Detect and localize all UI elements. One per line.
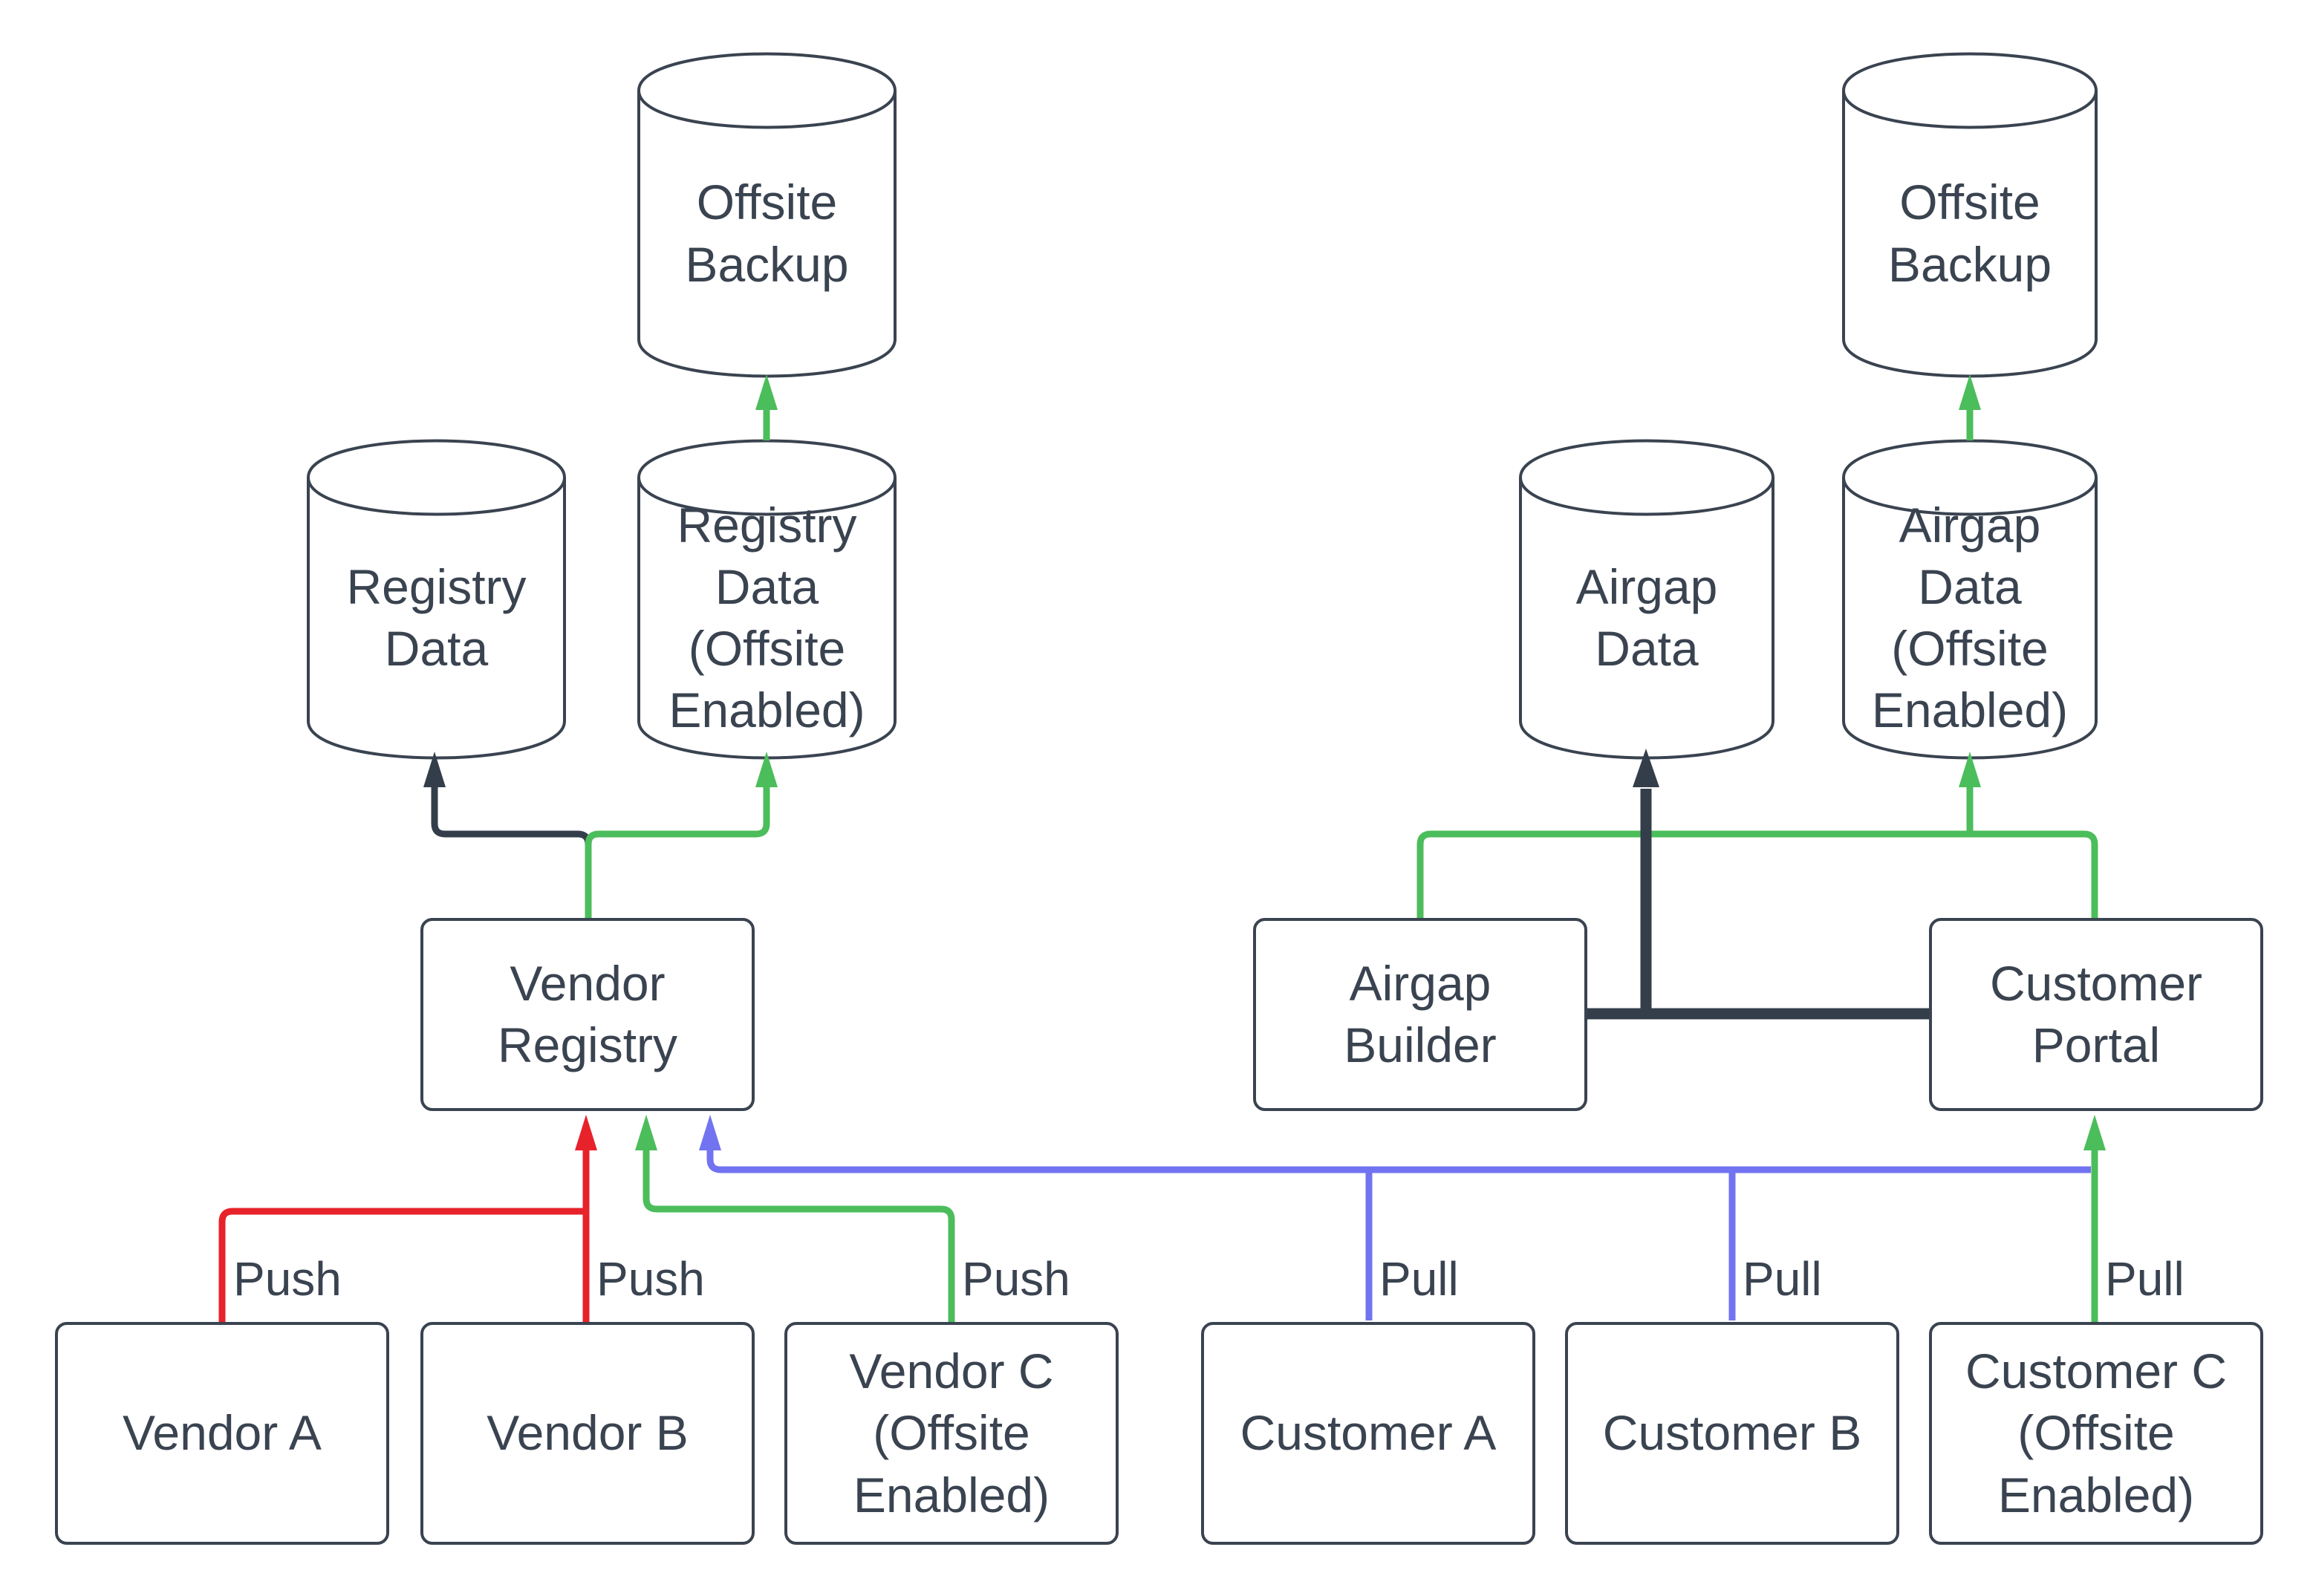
arrowhead-to-offsite-backup-right (1959, 374, 1981, 410)
arrowhead-to-registry-data (423, 752, 446, 787)
cylinder-label-offsite-backup-right: Offsite Backup (1887, 175, 2052, 292)
arrowhead-to-airgap-data-offsite (1959, 752, 1981, 787)
cylinder-label-airgap-data-offsite: Airgap Data (Offsite Enabled) (1871, 497, 2069, 738)
cylinder-label-offsite-backup-left: Offsite Backup (685, 175, 849, 292)
arrowhead-to-offsite-backup-left (755, 374, 778, 410)
arrowhead-push-green (635, 1115, 657, 1150)
cylinder-label-registry-data-offsite: Registry Data (Offsite Enabled) (668, 497, 865, 738)
cylinder-offsite-backup-left (637, 52, 897, 378)
node-airgap-builder: Airgap Builder (1253, 918, 1587, 1111)
arrowhead-pull-green (2083, 1115, 2106, 1150)
node-customer-a: Customer A (1201, 1322, 1535, 1545)
edge-label-vendor-a-push: Push (233, 1252, 342, 1306)
edge-builder-portal-to-airgap-offsite (1416, 752, 2098, 918)
edge-registry-data-offsite-to-backup (755, 374, 778, 440)
edge-label-vendor-c-push: Push (962, 1252, 1070, 1306)
edge-label-customer-a-pull: Pull (1379, 1252, 1459, 1306)
node-customer-b: Customer B (1565, 1322, 1899, 1545)
edge-label-customer-c-pull: Pull (2105, 1252, 2184, 1306)
node-vendor-c: Vendor C (Offsite Enabled) (784, 1322, 1119, 1545)
cylinder-airgap-data (1519, 439, 1774, 760)
cylinder-registry-data (307, 439, 566, 760)
edge-customer-a-b-pull (699, 1115, 2091, 1320)
edge-builder-portal-to-airgap-data (1587, 749, 1929, 1020)
node-customer-c: Customer C (Offsite Enabled) (1929, 1322, 2263, 1545)
arrowhead-to-airgap-data (1633, 749, 1659, 787)
arrowhead-to-registry-data-offsite (755, 752, 778, 787)
cylinder-offsite-backup-right (1842, 52, 2098, 378)
node-vendor-b: Vendor B (420, 1322, 755, 1545)
edge-registry-to-registry-data (423, 752, 592, 918)
edge-label-vendor-b-push: Push (596, 1252, 705, 1306)
edge-vendor-a-b-push (218, 1115, 597, 1322)
edge-vendor-c-push (635, 1115, 955, 1322)
edge-airgap-offsite-to-backup (1959, 374, 1981, 440)
edge-label-customer-b-pull: Pull (1743, 1252, 1822, 1306)
edge-customer-c-pull (2083, 1115, 2106, 1322)
arrowhead-pull-blue (699, 1115, 721, 1150)
node-customer-portal: Customer Portal (1929, 918, 2263, 1111)
edge-registry-to-registry-data-offsite (585, 752, 778, 918)
cylinder-label-airgap-data: Airgap Data (1575, 558, 1718, 676)
cylinder-airgap-data-offsite (1842, 439, 2098, 760)
node-vendor-registry: Vendor Registry (420, 918, 755, 1111)
node-vendor-a: Vendor A (55, 1322, 389, 1545)
cylinder-label-registry-data: Registry Data (346, 558, 527, 676)
arrowhead-push-red (575, 1115, 597, 1150)
cylinder-registry-data-offsite (637, 439, 897, 760)
